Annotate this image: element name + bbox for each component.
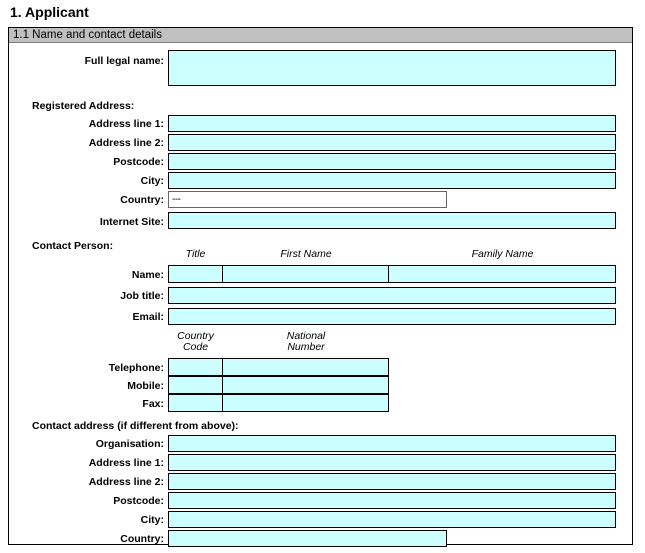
contact-name-family-name-input[interactable] <box>388 265 616 283</box>
registered-country-label: Country: <box>120 194 164 206</box>
name-col-header-title: Title <box>185 248 206 260</box>
full-legal-name-label: Full legal name: <box>84 55 164 67</box>
contact-country-label: Country: <box>120 533 164 545</box>
phone-col-header-country-code-line2: Code <box>182 341 209 353</box>
contact-name-label: Name: <box>131 269 164 281</box>
registered-postcode-input[interactable] <box>168 153 616 170</box>
contact-email-input[interactable] <box>168 308 616 325</box>
name-col-header-family-name: Family Name <box>471 248 534 260</box>
contact-job-title-input[interactable] <box>168 287 616 304</box>
contact-name-first-name-input[interactable] <box>222 265 389 283</box>
contact-email-label: Email: <box>132 311 164 323</box>
mobile-national-number-input[interactable] <box>222 376 389 394</box>
registered-address-line1-label: Address line 1: <box>88 118 164 130</box>
internet-site-label: Internet Site: <box>99 216 164 228</box>
page-title: 1. Applicant <box>10 4 89 20</box>
contact-postcode-label: Postcode: <box>113 495 164 507</box>
contact-name-title-input[interactable] <box>168 265 223 283</box>
contact-city-input[interactable] <box>168 511 616 528</box>
contact-city-label: City: <box>140 514 164 526</box>
name-col-header-first-name: First Name <box>280 248 332 260</box>
full-legal-name-input[interactable] <box>168 50 616 86</box>
telephone-label: Telephone: <box>108 362 164 374</box>
registered-address-line2-label: Address line 2: <box>88 137 164 149</box>
contact-job-title-label: Job title: <box>120 290 164 302</box>
phone-col-header-national-number-line2: Number <box>287 341 325 353</box>
registered-city-label: City: <box>140 175 164 187</box>
registered-address-line1-input[interactable] <box>168 115 616 132</box>
contact-country-input[interactable] <box>168 530 447 547</box>
internet-site-input[interactable] <box>168 212 616 229</box>
fax-national-number-input[interactable] <box>222 394 389 412</box>
registered-city-input[interactable] <box>168 172 616 189</box>
contact-address-line1-input[interactable] <box>168 454 616 471</box>
mobile-label: Mobile: <box>127 380 164 392</box>
fax-country-code-input[interactable] <box>168 394 223 412</box>
telephone-country-code-input[interactable] <box>168 358 223 376</box>
contact-organisation-label: Organisation: <box>95 438 164 450</box>
registered-country-select[interactable]: --- <box>168 191 447 208</box>
contact-address-line2-input[interactable] <box>168 473 616 490</box>
registered-country-value: --- <box>172 194 181 205</box>
subsection-header: 1.1 Name and contact details <box>9 28 632 43</box>
mobile-country-code-input[interactable] <box>168 376 223 394</box>
contact-address-line2-label: Address line 2: <box>88 476 164 488</box>
contact-organisation-input[interactable] <box>168 435 616 452</box>
fax-label: Fax: <box>142 398 164 410</box>
phone-col-header-country-code-line1: Country <box>177 330 214 342</box>
contact-address-group-label: Contact address (if different from above… <box>32 420 239 432</box>
contact-postcode-input[interactable] <box>168 492 616 509</box>
subsection-panel: 1.1 Name and contact details Full legal … <box>8 27 633 547</box>
contact-address-line1-label: Address line 1: <box>88 457 164 469</box>
registered-address-group-label: Registered Address: <box>32 100 135 112</box>
registered-postcode-label: Postcode: <box>113 156 164 168</box>
contact-person-group-label: Contact Person: <box>32 240 114 252</box>
telephone-national-number-input[interactable] <box>222 358 389 376</box>
phone-col-header-national-number-line1: National <box>286 330 326 342</box>
registered-address-line2-input[interactable] <box>168 134 616 151</box>
